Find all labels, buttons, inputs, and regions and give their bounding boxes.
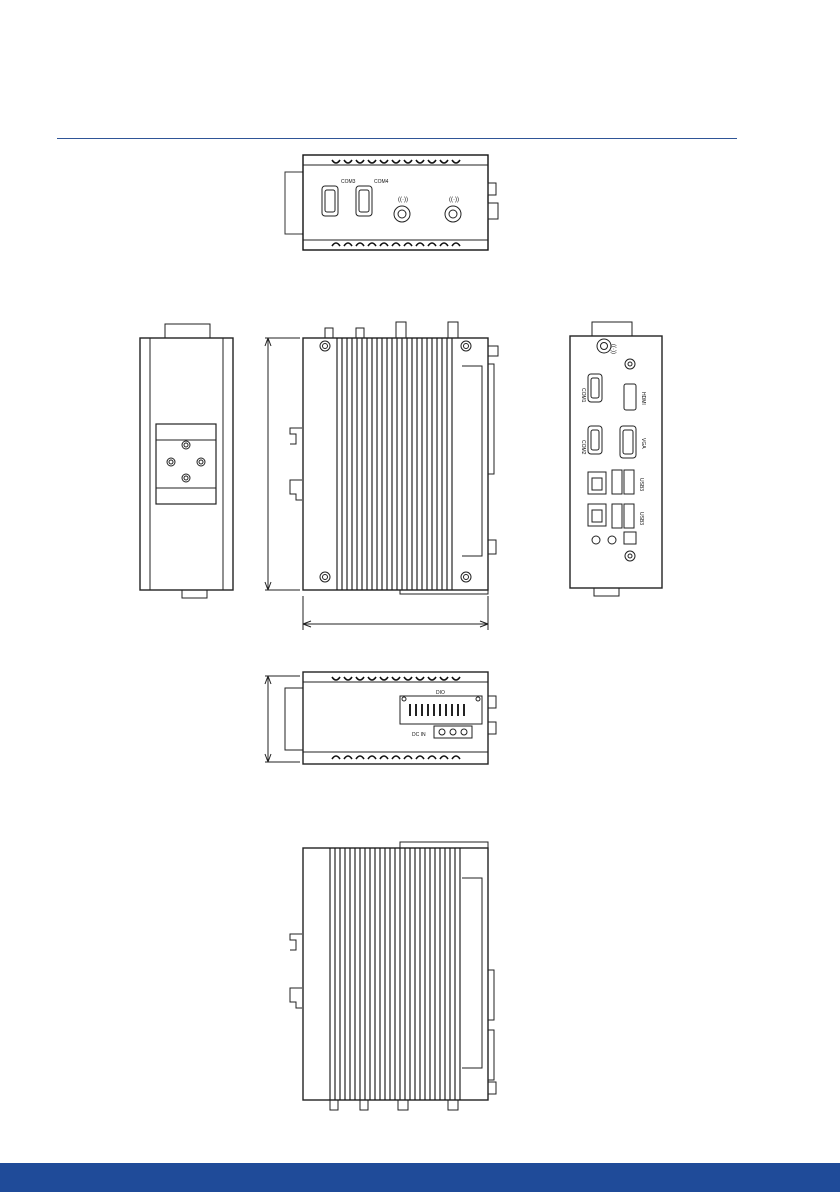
- vga-label: VGA: [640, 438, 646, 449]
- antenna-2: [445, 206, 461, 222]
- footer-bar: [0, 1163, 840, 1192]
- audio-jack: [625, 359, 635, 369]
- com1-label: COM1: [580, 388, 586, 403]
- left-top-connector: [165, 324, 210, 338]
- din-rail-profile: [290, 428, 302, 500]
- lan-port-1: [588, 472, 606, 494]
- com4-label: COM4: [374, 179, 389, 185]
- top-vents-lower: [332, 243, 460, 246]
- com3-label: COM3: [341, 179, 356, 185]
- technical-drawing: COM3 COM4 ((·)) ((·)): [0, 0, 840, 1160]
- antenna-1-icon: ((·)): [398, 197, 408, 203]
- bottom-view: DIO DC IN: [265, 672, 496, 764]
- rear-io-view: ((·)) COM1 COM2 HDMI VGA USB3 USB3: [570, 322, 662, 596]
- dio-label: DIO: [436, 690, 445, 696]
- com2-label: COM2: [580, 440, 586, 455]
- top-vents-upper: [332, 160, 460, 163]
- antenna-1: [394, 206, 410, 222]
- hdmi-port: [624, 384, 636, 410]
- svg-text:((·)): ((·)): [610, 344, 616, 354]
- power-button: [625, 551, 635, 561]
- din-rail-clip: [156, 424, 216, 504]
- rear-antenna: [597, 339, 611, 353]
- antenna-stub-2: [448, 322, 458, 338]
- vga-port: [620, 426, 636, 458]
- usb-port-4: [624, 504, 634, 528]
- dc-in-label: DC IN: [412, 732, 426, 738]
- large-side-view: [290, 842, 496, 1110]
- terminal-block: [624, 532, 636, 544]
- top-view: COM3 COM4 ((·)) ((·)): [285, 155, 498, 250]
- dc-in-connector: [434, 726, 472, 738]
- left-side-view: [140, 324, 233, 598]
- usb-port-3: [612, 504, 622, 528]
- heat-sink-fins: [337, 338, 452, 590]
- lan-port-2: [588, 504, 606, 526]
- usb-port-2: [624, 470, 634, 494]
- hdmi-label: HDMI: [640, 392, 646, 405]
- front-view: [265, 322, 498, 630]
- antenna-stub-1: [396, 322, 406, 338]
- usb-port-1: [612, 470, 622, 494]
- usb-label-1: USB3: [638, 478, 644, 491]
- antenna-2-icon: ((·)): [449, 197, 459, 203]
- usb-label-2: USB3: [638, 512, 644, 525]
